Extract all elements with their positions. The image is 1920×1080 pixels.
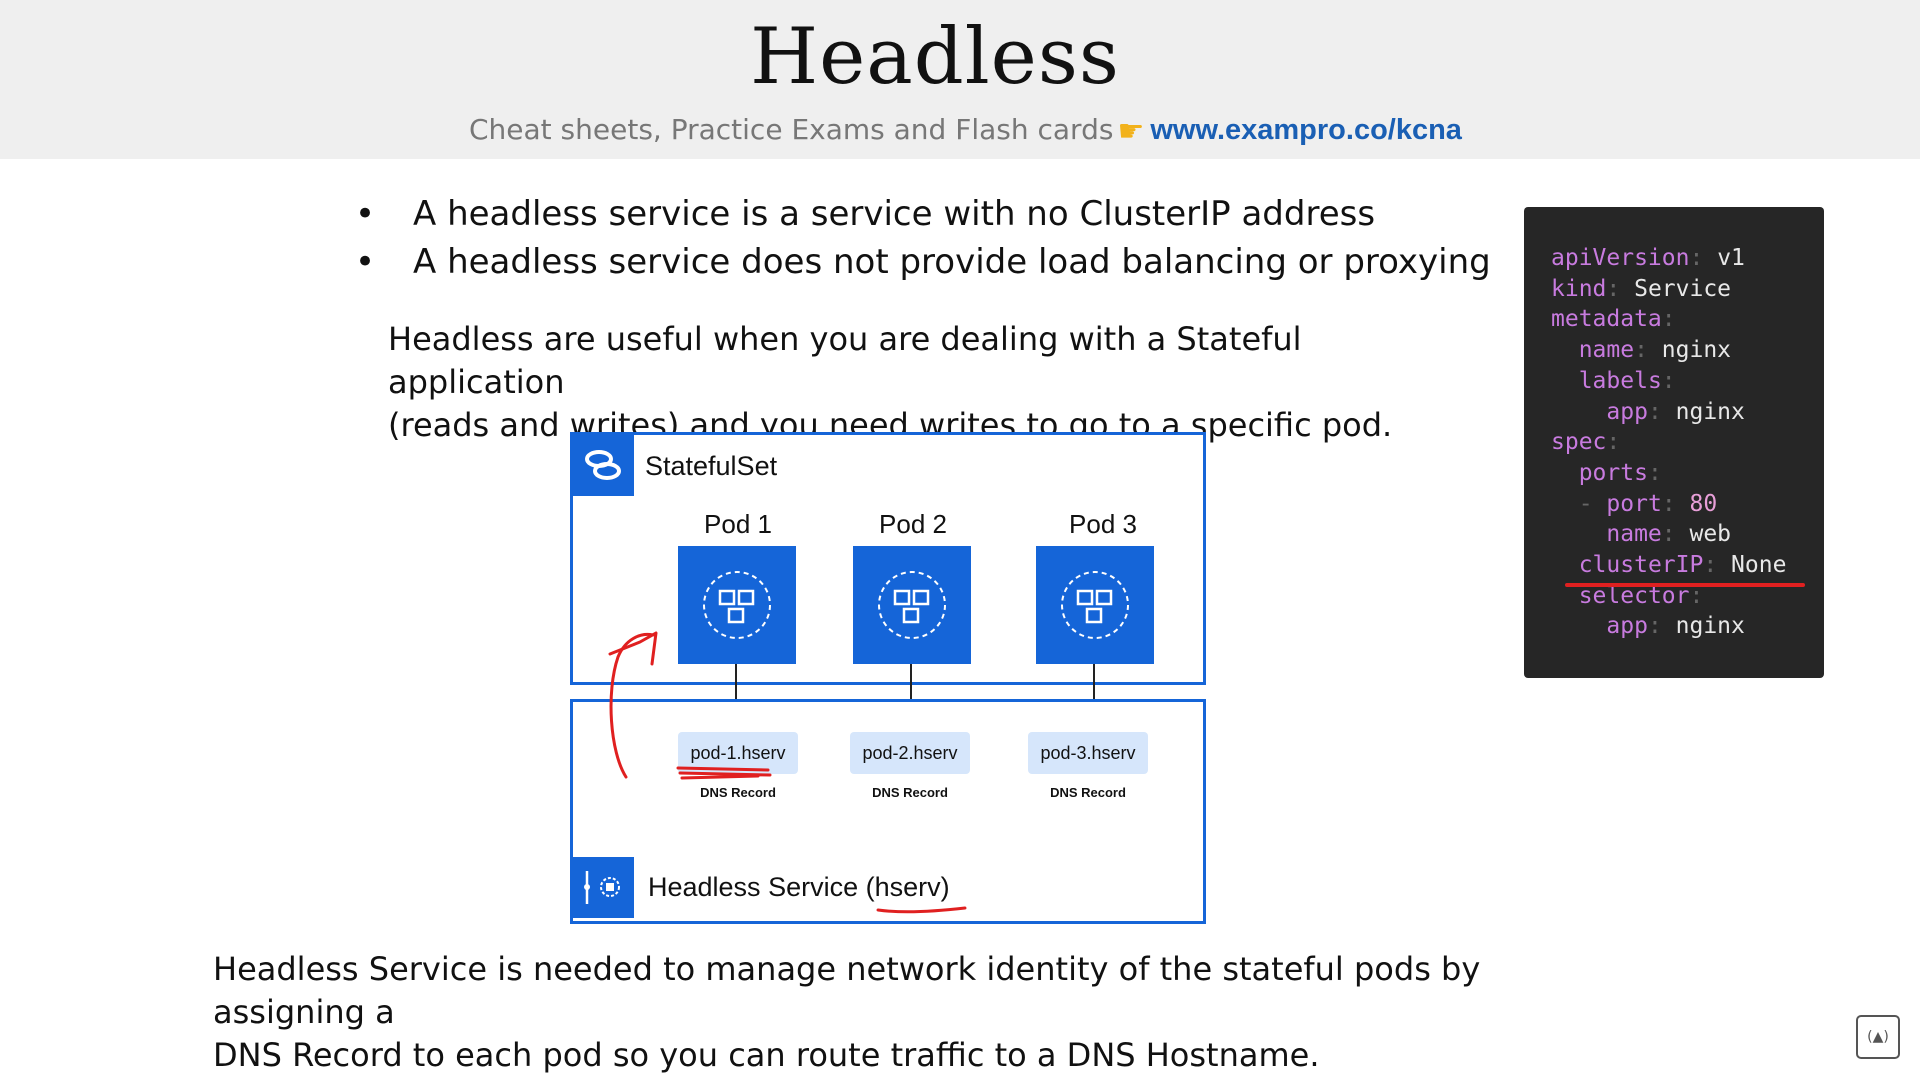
pointing-hand-icon: ☛ — [1117, 114, 1145, 149]
code-line: app: nginx — [1606, 613, 1745, 639]
dns-record-caption: DNS Record — [700, 785, 776, 800]
code-line: kind: Service — [1551, 276, 1732, 302]
bullet-item: • A headless service is a service with no… — [355, 190, 1491, 238]
bullet-text: A headless service is a service with no … — [413, 194, 1376, 234]
dns-record-pod-3: pod-3.hserv — [1028, 732, 1148, 774]
pod-icon — [878, 571, 946, 639]
dns-record-pod-1: pod-1.hserv — [678, 732, 798, 774]
statefulset-diagram: StatefulSet Pod 1 Pod 2 Pod 3 — [570, 432, 1206, 924]
statefulset-label: StatefulSet — [645, 451, 778, 481]
statefulset-icon — [573, 435, 634, 496]
pod-2-box — [853, 546, 971, 664]
code-line: name: web — [1606, 521, 1732, 547]
channel-logo-icon[interactable]: (▲) — [1856, 1015, 1900, 1059]
code-line: name: nginx — [1578, 337, 1732, 363]
code-line: metadata: — [1551, 306, 1676, 332]
statefulset-box: StatefulSet Pod 1 Pod 2 Pod 3 — [570, 432, 1206, 685]
stateful-paragraph: Headless are useful when you are dealing… — [388, 318, 1488, 447]
pod-3-box — [1036, 546, 1154, 664]
paragraph-line: Headless Service is needed to manage net… — [213, 950, 1481, 1031]
clusterip-underline — [1565, 583, 1805, 587]
service-icon — [573, 857, 634, 918]
page-title: Headless — [750, 12, 1120, 102]
code-line: ports: — [1578, 460, 1662, 486]
pod-icon — [703, 571, 771, 639]
pod-title: Pod 3 — [1069, 509, 1137, 539]
headless-service-box: Headless Service (hserv) pod-1.hserv pod… — [570, 699, 1206, 924]
bottom-paragraph: Headless Service is needed to manage net… — [213, 948, 1613, 1077]
yaml-code-block: apiVersion: v1 kind: Service metadata: n… — [1524, 207, 1824, 678]
bullet-list: • A headless service is a service with no… — [355, 190, 1491, 286]
pod-title: Pod 2 — [879, 509, 947, 539]
pod-1-box — [678, 546, 796, 664]
bullet-text: A headless service does not provide load… — [413, 242, 1491, 282]
code-line: apiVersion: v1 — [1551, 245, 1745, 271]
code-line: spec: — [1551, 429, 1621, 455]
code-line: labels: — [1578, 368, 1676, 394]
exampro-link[interactable]: www.exampro.co/kcna — [1150, 114, 1462, 146]
paragraph-line: DNS Record to each pod so you can route … — [213, 1036, 1320, 1074]
code-line: clusterIP: None — [1578, 552, 1787, 578]
dns-record-caption: DNS Record — [872, 785, 948, 800]
code-line: selector: — [1578, 583, 1704, 609]
paragraph-line: Headless are useful when you are dealing… — [388, 320, 1302, 401]
headless-service-label: Headless Service (hserv) — [648, 872, 950, 902]
subtitle-text: Cheat sheets, Practice Exams and Flash c… — [469, 113, 1114, 146]
bullet-dot-icon: • — [355, 242, 376, 282]
header: Headless Cheat sheets, Practice Exams an… — [0, 0, 1920, 159]
code-line: app: nginx — [1606, 399, 1745, 425]
dns-record-pod-2: pod-2.hserv — [850, 732, 970, 774]
pod-title: Pod 1 — [704, 509, 772, 539]
pod-icon — [1061, 571, 1129, 639]
code-line: - port: 80 — [1578, 491, 1718, 517]
subtitle: Cheat sheets, Practice Exams and Flash c… — [469, 113, 1462, 149]
dns-record-caption: DNS Record — [1050, 785, 1126, 800]
bullet-dot-icon: • — [355, 194, 376, 234]
bullet-item: • A headless service does not provide loa… — [355, 238, 1491, 286]
